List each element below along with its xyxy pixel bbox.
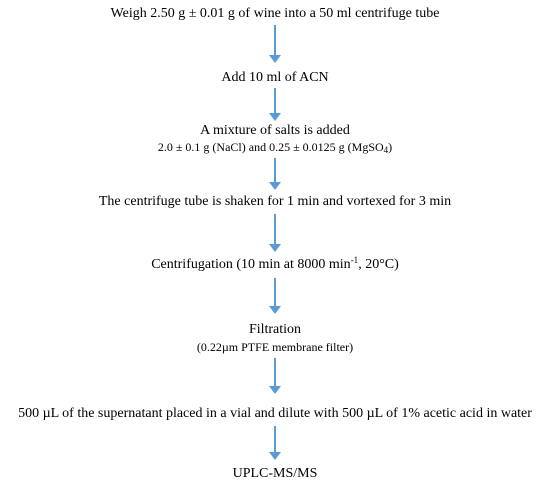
arrow-5 (269, 278, 281, 314)
step-add-salts: A mixture of salts is added (200, 123, 350, 138)
arrow-1 (269, 25, 281, 63)
arrow-6 (269, 358, 281, 394)
step-add-salts-detail: 2.0 ± 0.1 g (NaCl) and 0.25 ± 0.0125 g (… (157, 140, 393, 155)
step-dilute-supernatant: 500 µL of the supernatant placed in a vi… (18, 406, 532, 421)
step-weigh-sample: Weigh 2.50 g ± 0.01 g of wine into a 50 … (110, 6, 440, 21)
arrow-7 (269, 426, 281, 460)
arrow-2 (269, 88, 281, 121)
step-uplc-ms-ms: UPLC-MS/MS (232, 466, 318, 481)
step-filtration-detail: (0.22µm PTFE membrane filter) (196, 340, 354, 354)
step-shake-vortex: The centrifuge tube is shaken for 1 min … (98, 194, 452, 209)
step-filtration: Filtration (248, 322, 302, 337)
step-add-acn: Add 10 ml of ACN (221, 70, 329, 85)
arrow-3 (269, 158, 281, 190)
step-centrifugation: Centrifugation (10 min at 8000 min-1, 20… (151, 255, 399, 273)
arrow-4 (269, 214, 281, 252)
